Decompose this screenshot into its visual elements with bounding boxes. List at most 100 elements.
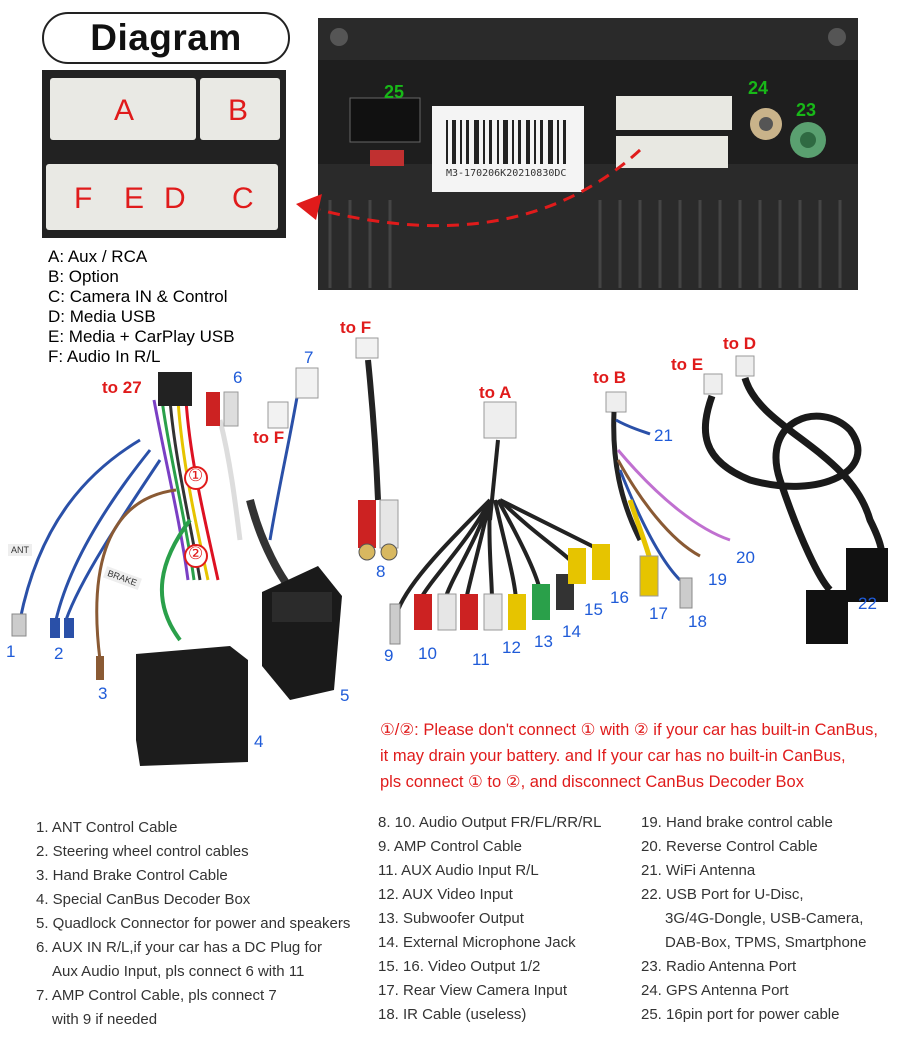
part-number-16: 16: [610, 588, 629, 607]
parts-list-item: 3G/4G-Dongle, USB-Camera,: [665, 910, 864, 927]
tag-to-f-harness: to F: [253, 428, 285, 447]
cable-8: [355, 337, 399, 561]
parts-list-item: 21. WiFi Antenna: [641, 862, 756, 879]
part-number-3: 3: [98, 684, 108, 703]
parts-list-col2: 8. 10. Audio Output FR/FL/RR/RL 9. AMP C…: [378, 811, 601, 1027]
legend-item: C: Camera IN & Control: [48, 287, 228, 306]
tag-to-27: to 27: [102, 378, 142, 397]
connector-block-a: [50, 78, 196, 140]
ant-plug: [11, 613, 27, 637]
tag-to-d: to D: [723, 334, 757, 353]
warning-line: it may drain your battery. and If your c…: [380, 747, 846, 765]
cable-bundle-b: [605, 391, 731, 609]
parts-list-item: 9. AMP Control Cable: [378, 838, 522, 855]
brake-wire-end: [96, 656, 104, 680]
legend-item: D: Media USB: [48, 307, 156, 326]
warning-line: pls connect ① to ②, and disconnect CanBu…: [380, 773, 804, 791]
parts-list-item: 4. Special CanBus Decoder Box: [36, 891, 251, 908]
steering-plug-b: [64, 618, 74, 638]
parts-list-item: 20. Reverse Control Cable: [641, 838, 818, 855]
connector-letter-f: F: [74, 182, 93, 215]
parts-list-item: 6. AUX IN R/L,if your car has a DC Plug …: [36, 939, 322, 956]
tag-to-a: to A: [479, 383, 512, 402]
part-number-2: 2: [54, 644, 64, 663]
connector-closeup-photo: A B F E D C: [42, 70, 286, 238]
barcode-serial: M3-170206K20210830DC: [446, 168, 567, 179]
part-number-22: 22: [858, 594, 877, 613]
part-number-7: 7: [304, 348, 314, 367]
warning-line: ①/②: Please don't connect ① with ② if yo…: [380, 721, 878, 739]
wire-tag-ant: ANT: [8, 544, 32, 556]
tag-to-f-8: to F: [340, 318, 372, 337]
parts-list-item: 25. 16pin port for power cable: [641, 1006, 840, 1023]
diagram-title: Diagram: [90, 17, 242, 58]
connector-letter-b: B: [228, 94, 249, 127]
parts-list-item: 17. Rear View Camera Input: [378, 982, 567, 999]
cable-bundle-a: [396, 401, 601, 611]
arrow-head: [296, 194, 322, 220]
connector-mark-1: ①: [188, 466, 204, 485]
parts-list-item: 7. AMP Control Cable, pls connect 7: [36, 987, 277, 1004]
mark-2-ring: [184, 544, 208, 568]
part-number-13: 13: [534, 632, 553, 651]
part-number-11: 11: [472, 650, 490, 669]
part-number-21: 21: [654, 426, 673, 445]
parts-list-item: 18. IR Cable (useless): [378, 1006, 527, 1023]
legend-item: B: Option: [48, 267, 119, 286]
parts-list-item: 8. 10. Audio Output FR/FL/RR/RL: [378, 814, 602, 831]
connector-7: [295, 367, 319, 399]
connector-to-f-harness: [267, 401, 289, 429]
connector-block-lower: [46, 164, 278, 230]
parts-list-item: 11. AUX Audio Input R/L: [378, 862, 539, 879]
quadlock-connector: [262, 566, 342, 700]
part-number-4: 4: [254, 732, 264, 751]
quadlock-label-area: [272, 592, 332, 622]
part-number-20: 20: [736, 548, 755, 567]
canbus-warning-note: ①/②: Please don't connect ① with ② if yo…: [380, 717, 878, 795]
parts-list-item: 5. Quadlock Connector for power and spea…: [36, 915, 351, 932]
tag-to-b: to B: [593, 368, 627, 387]
part-number-10: 10: [418, 644, 437, 663]
part-number-19: 19: [708, 570, 727, 589]
parts-list-item: 2. Steering wheel control cables: [36, 843, 249, 860]
connector-to-27: [158, 372, 192, 406]
parts-list-item: 13. Subwoofer Output: [378, 910, 524, 927]
connector-letter-e: E: [124, 182, 145, 215]
part-number-6: 6: [233, 368, 243, 387]
tag-to-e: to E: [671, 355, 704, 374]
parts-list-item: 15. 16. Video Output 1/2: [378, 958, 541, 975]
part-number-14: 14: [562, 622, 581, 641]
part-number-17: 17: [649, 604, 668, 623]
port-label-25: 25: [384, 82, 405, 102]
canbus-decoder-box: [136, 646, 248, 766]
connector-letter-a: A: [114, 94, 135, 127]
legend-item: E: Media + CarPlay USB: [48, 327, 235, 346]
connector-letter-c: C: [232, 182, 254, 215]
head-unit-rear: [318, 18, 858, 290]
part-number-18: 18: [688, 612, 707, 631]
parts-list-item: 23. Radio Antenna Port: [641, 958, 797, 975]
parts-list-item: 14. External Microphone Jack: [378, 934, 576, 951]
part-number-1: 1: [6, 642, 16, 661]
parts-list-item: Aux Audio Input, pls connect 6 with 11: [52, 963, 305, 980]
rca-red-6: [206, 392, 220, 426]
part-number-8: 8: [376, 562, 386, 581]
parts-list-item: 24. GPS Antenna Port: [641, 982, 789, 999]
connector-mark-2: ②: [188, 544, 204, 563]
rca-plugs-a: [389, 544, 610, 645]
part-number-5: 5: [340, 686, 350, 705]
parts-list-col3: 19. Hand brake control cable 20. Reverse…: [641, 811, 866, 1027]
parts-list-item: 19. Hand brake control cable: [641, 814, 833, 831]
connector-block-b: [200, 78, 280, 140]
connector-letter-d: D: [164, 182, 186, 215]
parts-list-item: 3. Hand Brake Control Cable: [36, 867, 228, 884]
legend-item: F: Audio In R/L: [48, 347, 161, 366]
dashed-pointer-arrow: [319, 148, 642, 228]
diagram-title-pill: Diagram: [42, 12, 290, 64]
part-number-12: 12: [502, 638, 521, 657]
connector-legend: A: Aux / RCA B: Option C: Camera IN & Co…: [48, 247, 235, 367]
parts-list-item: 12. AUX Video Input: [378, 886, 513, 903]
parts-list-item: DAB-Box, TPMS, Smartphone: [665, 934, 867, 951]
usb-cables: [701, 355, 888, 644]
